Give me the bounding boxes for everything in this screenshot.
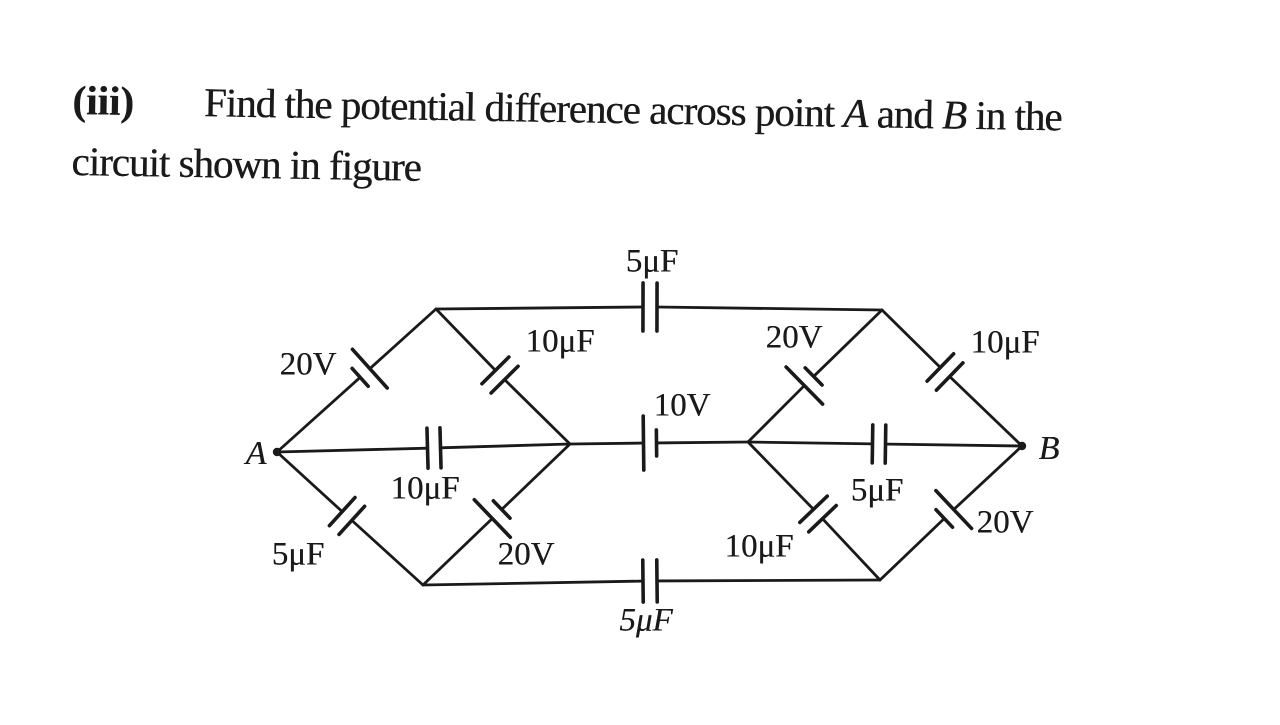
branch-bottom-capacitor [423, 560, 880, 602]
label-lower-right-battery: 20V [977, 507, 1034, 540]
label-upper-left-inner-capacitor: 10μF [525, 326, 594, 359]
label-bottom-capacitor: 5μF [619, 605, 672, 638]
node-b-label: B [1039, 432, 1060, 466]
branch-middle-left-capacitor [277, 428, 570, 468]
label-upper-left-battery: 20V [280, 349, 337, 382]
label-upper-right-capacitor: 10μF [970, 327, 1039, 360]
node-a-label: A [246, 437, 267, 471]
label-middle-right-capacitor: 5μF [851, 475, 904, 508]
label-lower-left-inner-battery: 20V [498, 539, 555, 572]
branch-middle-right-capacitor [748, 425, 1022, 463]
label-middle-battery: 10V [654, 390, 711, 423]
node-a-dot [273, 448, 281, 456]
label-upper-right-inner-battery: 20V [766, 322, 823, 355]
label-lower-left-capacitor: 5μF [272, 539, 325, 572]
label-lower-right-inner-capacitor: 10μF [724, 531, 793, 564]
branch-middle-battery [570, 416, 748, 470]
label-top-capacitor: 5μF [626, 246, 679, 279]
label-middle-left-capacitor: 10μF [390, 473, 459, 506]
node-b-dot [1018, 442, 1026, 450]
